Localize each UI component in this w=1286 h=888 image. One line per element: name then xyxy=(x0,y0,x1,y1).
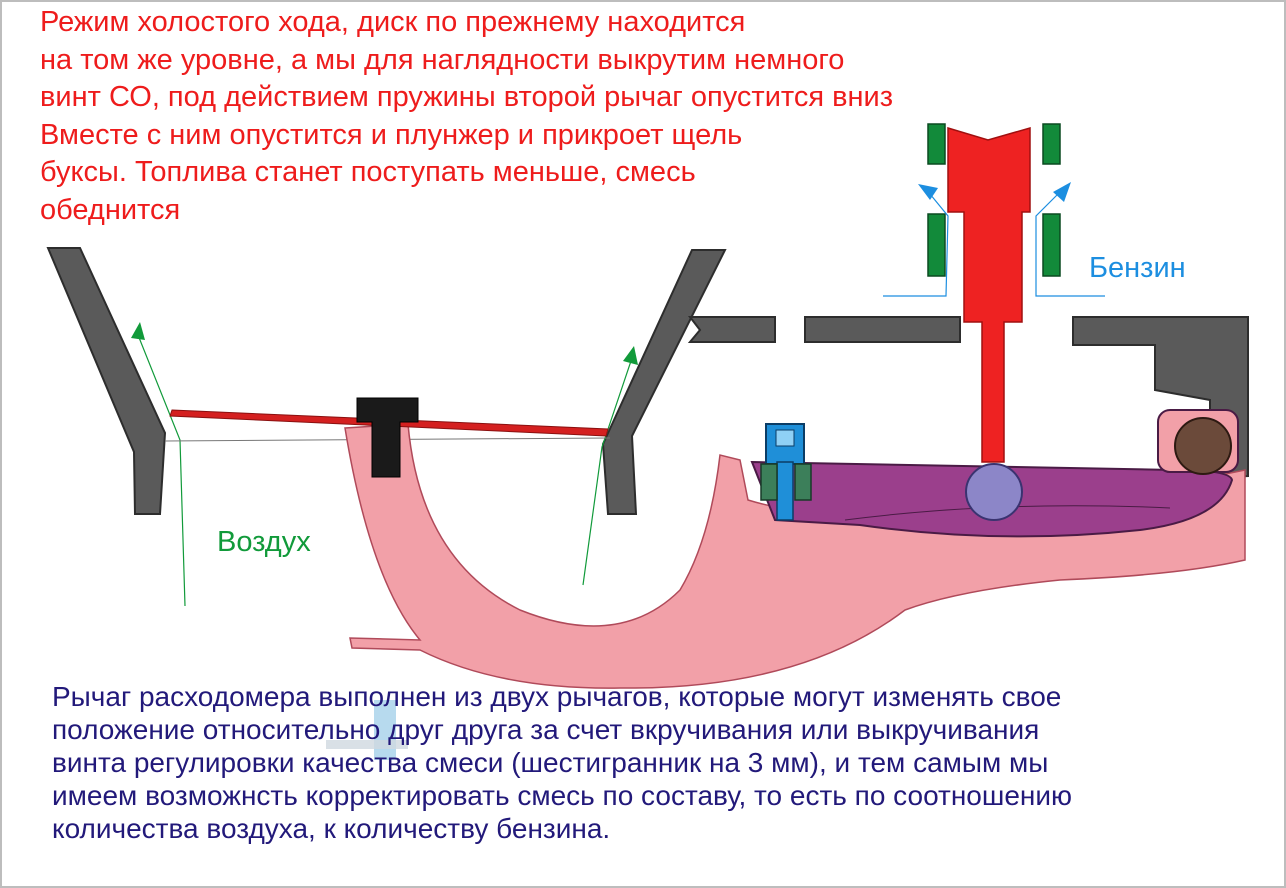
air-funnel-left-wall xyxy=(46,247,167,515)
caption-top-line: буксы. Топлива станет поступать меньше, … xyxy=(40,156,696,188)
caption-bottom-line: положение относительно друг друга за сче… xyxy=(52,714,1040,745)
fuel-arrow-right-icon xyxy=(1053,182,1071,202)
caption-top-line: обеднится xyxy=(40,193,181,226)
caption-top: Режим холостого хода, диск по прежнему н… xyxy=(40,4,1080,229)
disk-clamp xyxy=(356,397,419,478)
caption-bottom: Рычаг расходомера выполнен из двух рычаг… xyxy=(52,680,1272,845)
air-arrow-right-icon xyxy=(623,346,638,365)
air-arrow-left-icon xyxy=(131,322,145,340)
hex-marker-horizontal xyxy=(326,740,408,749)
air-label: Воздух xyxy=(217,526,311,558)
lever-pivot xyxy=(1174,417,1232,475)
co-screw-nut-left xyxy=(760,463,778,501)
plunger xyxy=(947,126,1031,463)
air-funnel-right-wall xyxy=(601,249,727,515)
caption-top-line: винт СО, под действием пружины второй ры… xyxy=(40,81,894,113)
caption-bottom-line: Рычаг расходомера выполнен из двух рычаг… xyxy=(52,681,1062,712)
housing-segment-2 xyxy=(804,316,961,343)
caption-bottom-line: имеем возможнсть корректировать смесь по… xyxy=(52,780,1073,811)
air-lever-pink xyxy=(344,423,1246,689)
fuel-flow-lines xyxy=(883,191,1105,297)
co-screw-nut-right xyxy=(794,463,812,501)
co-screw-slot xyxy=(775,429,795,447)
plunger-roller xyxy=(965,463,1023,521)
caption-bottom-line: количества воздуха, к количеству бензина… xyxy=(52,813,611,844)
caption-bottom-line: винта регулировки качества смеси (шестиг… xyxy=(52,747,1049,778)
air-flow-lines xyxy=(137,334,633,607)
co-screw-shaft xyxy=(776,461,794,521)
fuel-label: Бензин xyxy=(1089,252,1186,284)
housing-right-block xyxy=(1072,316,1249,480)
fuel-seals xyxy=(927,123,1061,277)
caption-top-line: Вместе с ним опустится и плунжер и прикр… xyxy=(40,118,743,151)
caption-top-line: на том же уровне, а мы для наглядности в… xyxy=(40,43,845,76)
housing-segment-1 xyxy=(687,316,776,343)
caption-top-line: Режим холостого хода, диск по прежнему н… xyxy=(40,6,746,38)
fuel-arrow-left-icon xyxy=(918,184,938,200)
